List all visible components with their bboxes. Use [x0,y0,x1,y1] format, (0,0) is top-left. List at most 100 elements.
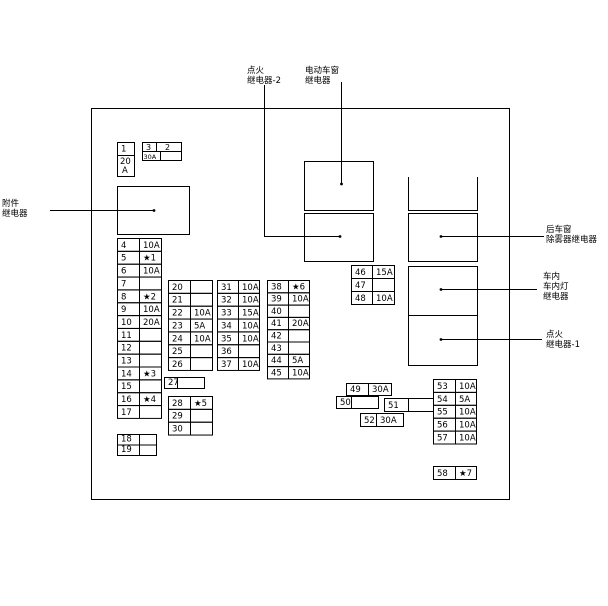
fuse-57: 57 10A [433,430,477,445]
fuse-16-rating: ★4 [143,395,156,405]
leader-ignition-relay-2 [264,85,340,237]
fuse-14-number: 14 [121,369,132,379]
fuse-1-number: 1 [121,145,126,155]
fuse-52-number: 52 [364,416,375,426]
fuse-58: 58★7 [433,466,477,480]
fuse-5-rating: ★1 [143,254,156,264]
callout-power-window-relay-line-1: 电动车窗 [305,66,340,76]
fuse-54-rating: 5A [459,395,470,405]
fuse-33-number: 33 [221,309,232,319]
fuse-31-rating: 10A [242,283,259,293]
fuse-11: 11 [117,327,162,342]
fuse-36: 36 [217,344,260,359]
fuse-11-number: 11 [121,331,132,341]
fuse-12: 12 [117,340,162,355]
dot-ignition-relay-1 [439,338,443,341]
fuse-53: 53 10A [433,379,477,393]
fuse-22-number: 22 [172,309,183,319]
fuse-37-rating: 10A [242,360,259,370]
fuse-19: 19 [117,444,157,456]
fuse-44: 44 5A [267,353,310,368]
fuse-56-number: 56 [437,421,448,431]
fuse-44-rating: 5A [292,356,303,366]
fuse-12-number: 12 [121,344,132,354]
fuse-38: 38 ★6 [267,280,310,294]
fuse-43-number: 43 [271,344,282,354]
fuse-18-number: 18 [121,435,132,445]
callout-interior-lamp-relay-line-1: 车内 [543,272,561,282]
fuse-1-rating-top: 20 [120,157,131,167]
fuse-14-rating: ★3 [143,369,156,379]
fuse-47: 47 [351,278,395,292]
fuse-57-number: 57 [437,434,448,444]
fuse-1-rating-bottom: A [122,166,128,176]
fuse-48-rating: 10A [376,294,393,304]
fuse-35-rating: 10A [242,334,259,344]
fuse-32-number: 32 [221,296,232,306]
fuse-53-number: 53 [437,382,448,392]
fuse-41-rating: 20A [292,319,309,329]
fuse-33-rating: 15A [242,309,259,319]
callout-ignition-relay-1-line-2: 继电器-1 [546,340,580,350]
fuse-46-rating: 15A [376,268,393,278]
fuse-51: 51 [384,398,434,412]
callout-rear-defogger-relay-line-1: 后车窗 [546,225,572,235]
ignition-relay-2 [304,213,374,262]
fuse-20: 20 [168,280,213,294]
fuse-57-rating: 10A [459,434,476,444]
dot-accessory-relay [152,209,156,212]
fuse-46-number: 46 [355,268,366,278]
fuse-29-number: 29 [172,412,183,422]
fuse-44-number: 44 [271,356,282,366]
fuse-1: 1 20 A [117,142,135,177]
interior-lamp-relay [408,266,478,316]
fuse-56: 56 10A [433,417,477,432]
fuse-51-number: 51 [388,401,399,411]
fuse-8-rating: ★2 [143,292,156,302]
fuse-34-rating: 10A [242,321,259,331]
power-window-relay [304,161,374,211]
dot-interior-lamp-relay [439,288,443,291]
fuse-5: 5★1 [117,250,162,265]
fuse-56-rating: 10A [459,421,476,431]
fuse-31: 31 10A [217,280,260,294]
callout-power-window-relay-line-2: 继电器 [305,76,331,86]
fuse-52-rating: 30A [380,416,397,426]
fuse-53-rating: 10A [459,382,476,392]
fuse-38-rating: ★6 [292,282,305,292]
callout-ignition-relay-1-line-1: 点火 [546,330,564,340]
fuse-24-number: 24 [172,334,183,344]
fuse-26-number: 26 [172,360,183,370]
fuse-28-number: 28 [172,399,183,409]
fuse-50: 50 [336,396,379,409]
callout-interior-lamp-relay-line-3: 继电器 [543,292,569,302]
fuse-25-number: 25 [172,347,183,357]
fuse-21-number: 21 [172,296,183,306]
fuse-40: 40 [267,304,310,318]
fuse-45-rating: 10A [292,368,309,378]
fuse-9-rating: 10A [143,305,160,315]
fuse-31-number: 31 [221,283,232,293]
fuse-50-number: 50 [340,398,351,408]
fuse-30-number: 30 [172,425,183,435]
fuse-42: 42 [267,329,310,343]
fuse-52: 52 30A [360,413,404,427]
fuse-39-rating: 10A [292,295,309,305]
fuse-6-number: 6 [121,267,126,277]
fuse-26: 26 [168,357,213,371]
fuse-58-rating: ★7 [459,469,472,479]
callout-power-window-relay: 电动车窗 继电器 [305,66,339,86]
fuse-49-number: 49 [350,385,361,395]
fuse-38-number: 38 [271,282,282,292]
fuse-3-rating: 30A [144,153,157,161]
fuse-42-number: 42 [271,332,282,342]
